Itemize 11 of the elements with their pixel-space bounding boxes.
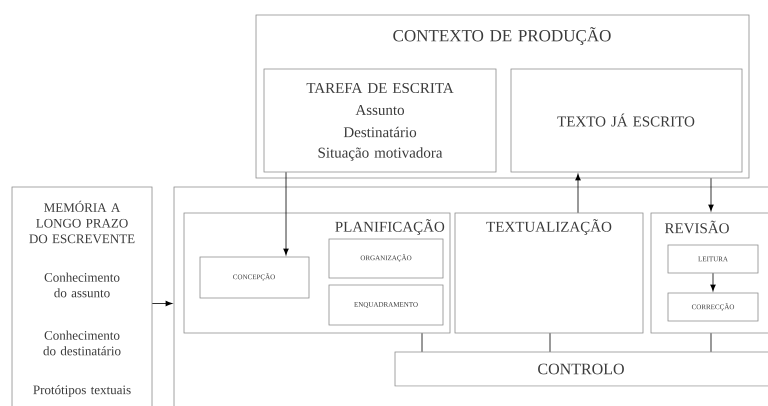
arrow [710, 273, 716, 292]
arrow [708, 178, 714, 212]
memory-box: MEMÓRIA A LONGO PRAZO DO ESCREVENTE Conhecimento do assunto Conhecimento do destinatário Protótipos textuais [12, 186, 152, 406]
arrow [152, 300, 172, 306]
text-box: TEXTO JÁ ESCRITO [510, 68, 742, 172]
arrow [575, 174, 581, 213]
control-box: CONTROLO [394, 352, 768, 386]
process-box: TEXTUALIZAÇÃO [454, 212, 644, 334]
arrow [283, 172, 289, 256]
task-box: TAREFA DE ESCRITA Assunto Destinatário Situação motivadora [264, 68, 496, 172]
process-frame [174, 186, 768, 406]
